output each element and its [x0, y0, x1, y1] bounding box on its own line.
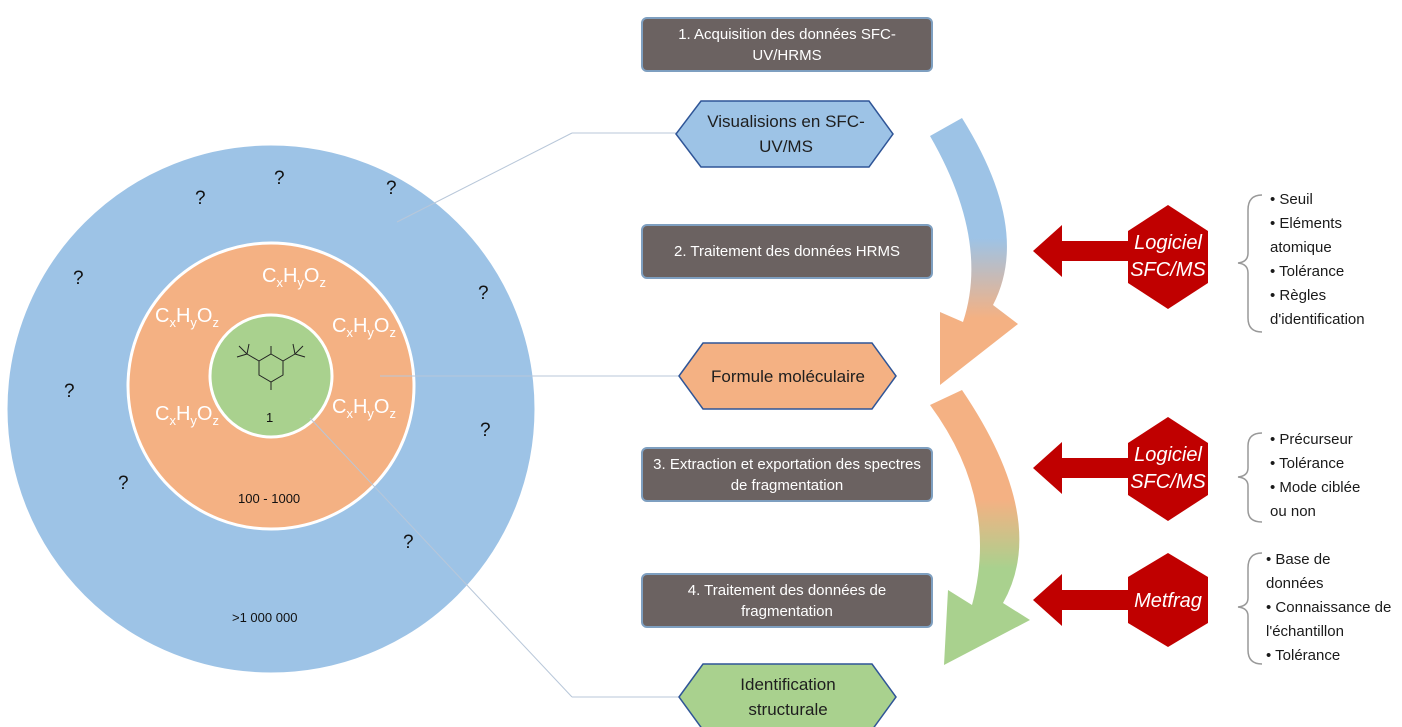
- tool-arrow-1: [1033, 225, 1128, 277]
- tool-hex-2: [1128, 417, 1208, 521]
- tool-label-1: Logiciel SFC/MS: [1130, 232, 1206, 281]
- outcome-hex-1: [675, 100, 894, 168]
- tool-label-3: Metfrag: [1134, 589, 1202, 612]
- unknown-mark: ?: [480, 420, 491, 441]
- inner-count-label: 1: [266, 410, 274, 425]
- tool-hex-1: [1128, 205, 1208, 309]
- tool-arrow-3: [1033, 574, 1128, 626]
- outcome-label-2: Formule moléculaire: [711, 366, 865, 386]
- param-item: • Mode ciblée ou non: [1270, 479, 1361, 520]
- outcome-label-1: Visualisions en SFC-UV/MS: [707, 112, 865, 156]
- outcome-hex-2: [678, 342, 897, 410]
- param-item: • Connaissance de l'échantillon: [1266, 599, 1392, 640]
- param-item: • Précurseur: [1270, 431, 1353, 448]
- step-1-box: 1. Acquisition des données SFC-UV/HRMS: [641, 17, 933, 72]
- unknown-mark: ?: [403, 532, 414, 553]
- curved-arrow-1: [930, 118, 1018, 385]
- unknown-mark: ?: [73, 268, 84, 289]
- molecular-formula: CxHyOz: [155, 305, 219, 330]
- unknown-mark: ?: [478, 283, 489, 304]
- outer-count-label: >1 000 000: [232, 610, 298, 625]
- connector-lines: [309, 132, 682, 698]
- molecular-formula: CxHyOz: [332, 396, 396, 421]
- unknown-mark: ?: [195, 188, 206, 209]
- curved-arrow-2: [930, 390, 1030, 665]
- param-item: • Eléments atomique: [1270, 215, 1342, 256]
- molecular-formula: CxHyOz: [155, 403, 219, 428]
- outcome-hex-3: [678, 663, 897, 727]
- molecular-formula: CxHyOz: [332, 315, 396, 340]
- params-list-2: • Précurseur • Tolérance • Mode ciblée o…: [1270, 428, 1400, 524]
- unknown-mark: ?: [118, 473, 129, 494]
- unknown-mark: ?: [64, 381, 75, 402]
- param-item: • Seuil: [1270, 191, 1313, 208]
- middle-count-label: 100 - 1000: [238, 491, 301, 506]
- step-4-box: 4. Traitement des données de fragmentati…: [641, 573, 933, 628]
- inner-circle: [208, 313, 334, 439]
- param-item: • Tolérance: [1266, 647, 1341, 664]
- molecular-formula: CxHyOz: [262, 265, 326, 290]
- param-item: • Tolérance: [1270, 263, 1345, 280]
- step-2-box: 2. Traitement des données HRMS: [641, 224, 933, 279]
- param-item: • Tolérance: [1270, 455, 1345, 472]
- step-3-box: 3. Extraction et exportation des spectre…: [641, 447, 933, 502]
- unknown-mark: ?: [386, 178, 397, 199]
- unknown-mark: ?: [274, 168, 285, 189]
- tool-arrow-2: [1033, 442, 1128, 494]
- param-braces: [1237, 194, 1263, 665]
- params-list-1: • Seuil • Eléments atomique • Tolérance …: [1270, 188, 1400, 332]
- param-item: • Base de données: [1266, 551, 1331, 592]
- params-list-3: • Base de données • Connaissance de l'éc…: [1266, 548, 1402, 668]
- outcome-label-3: Identification structurale: [740, 675, 836, 719]
- param-item: • Règles d'identification: [1270, 287, 1365, 328]
- molecule-icon: [236, 343, 306, 390]
- tool-hex-3: [1128, 553, 1208, 647]
- tool-label-2: Logiciel SFC/MS: [1130, 444, 1206, 493]
